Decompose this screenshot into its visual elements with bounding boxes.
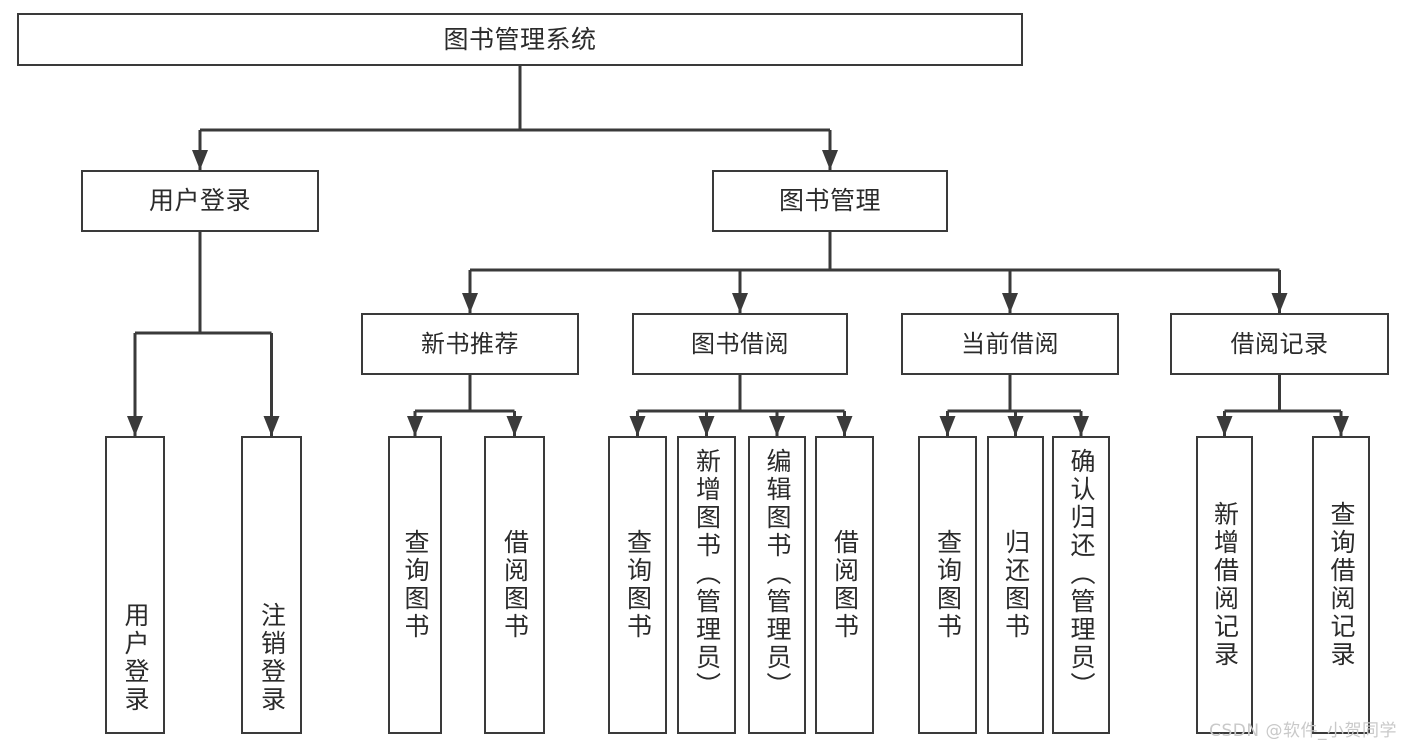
arrowhead	[1271, 293, 1288, 313]
arrowhead	[506, 416, 523, 436]
arrowhead	[263, 416, 280, 436]
arrowhead	[1007, 416, 1024, 436]
node-book-manage: 图书管理	[712, 170, 948, 232]
arrowhead	[732, 293, 748, 313]
node-label: 新增借阅记录	[1210, 501, 1240, 669]
node-new-book-rec: 新书推荐	[361, 313, 579, 375]
arrowhead	[769, 416, 785, 436]
node-leaf-edit-book: 编辑图书（管理员）	[748, 436, 806, 734]
node-label: 注销登录	[257, 602, 287, 714]
arrowhead	[462, 293, 478, 313]
node-label: 用户登录	[121, 602, 150, 714]
node-leaf-borrow-book-2: 借阅图书	[815, 436, 874, 734]
node-label: 查询图书	[623, 529, 653, 641]
node-label: 编辑图书（管理员）	[763, 448, 792, 700]
arrowhead	[836, 416, 853, 436]
node-current-borrow: 当前借阅	[901, 313, 1119, 375]
csdn-watermark: CSDN @软件_小贺同学	[1209, 721, 1397, 741]
node-label: 查询借阅记录	[1327, 501, 1356, 669]
node-root: 图书管理系统	[17, 13, 1023, 66]
arrowhead	[698, 416, 715, 436]
node-label: 借阅图书	[500, 529, 530, 641]
node-label: 用户登录	[148, 186, 251, 216]
node-borrow-record: 借阅记录	[1170, 313, 1389, 375]
node-leaf-user-login: 用户登录	[105, 436, 165, 734]
arrowhead	[127, 416, 143, 436]
node-label: 新增图书（管理员）	[692, 448, 722, 700]
node-leaf-return-book: 归还图书	[987, 436, 1044, 734]
node-user-login: 用户登录	[81, 170, 319, 232]
node-leaf-query-record: 查询借阅记录	[1312, 436, 1370, 734]
node-leaf-user-logout: 注销登录	[241, 436, 302, 734]
node-label: 查询图书	[401, 529, 430, 641]
node-leaf-query-book-2: 查询图书	[608, 436, 667, 734]
node-label: 借阅图书	[830, 529, 860, 641]
arrowhead	[629, 416, 646, 436]
node-label: 查询图书	[933, 529, 963, 641]
arrowhead	[1333, 416, 1349, 436]
node-label: 借阅记录	[1230, 329, 1329, 358]
arrowhead	[1073, 416, 1089, 436]
arrowhead	[192, 150, 208, 170]
arrowhead	[939, 416, 956, 436]
node-book-borrow: 图书借阅	[632, 313, 848, 375]
node-label: 图书借阅	[691, 329, 789, 358]
arrowhead	[1002, 293, 1018, 313]
arrowhead	[1216, 416, 1233, 436]
arrowhead	[822, 150, 838, 170]
node-label: 图书管理系统	[443, 24, 597, 54]
node-leaf-confirm-return: 确认归还（管理员）	[1052, 436, 1110, 734]
arrowhead	[407, 416, 423, 436]
node-leaf-query-book-3: 查询图书	[918, 436, 977, 734]
node-leaf-borrow-book-1: 借阅图书	[484, 436, 545, 734]
node-label: 当前借阅	[961, 329, 1059, 358]
node-label: 图书管理	[778, 186, 881, 216]
node-label: 新书推荐	[421, 329, 519, 358]
node-label: 归还图书	[1001, 529, 1031, 641]
node-leaf-query-book-1: 查询图书	[388, 436, 442, 734]
node-leaf-add-book: 新增图书（管理员）	[677, 436, 736, 734]
node-label: 确认归还（管理员）	[1067, 448, 1096, 700]
node-leaf-add-record: 新增借阅记录	[1196, 436, 1253, 734]
